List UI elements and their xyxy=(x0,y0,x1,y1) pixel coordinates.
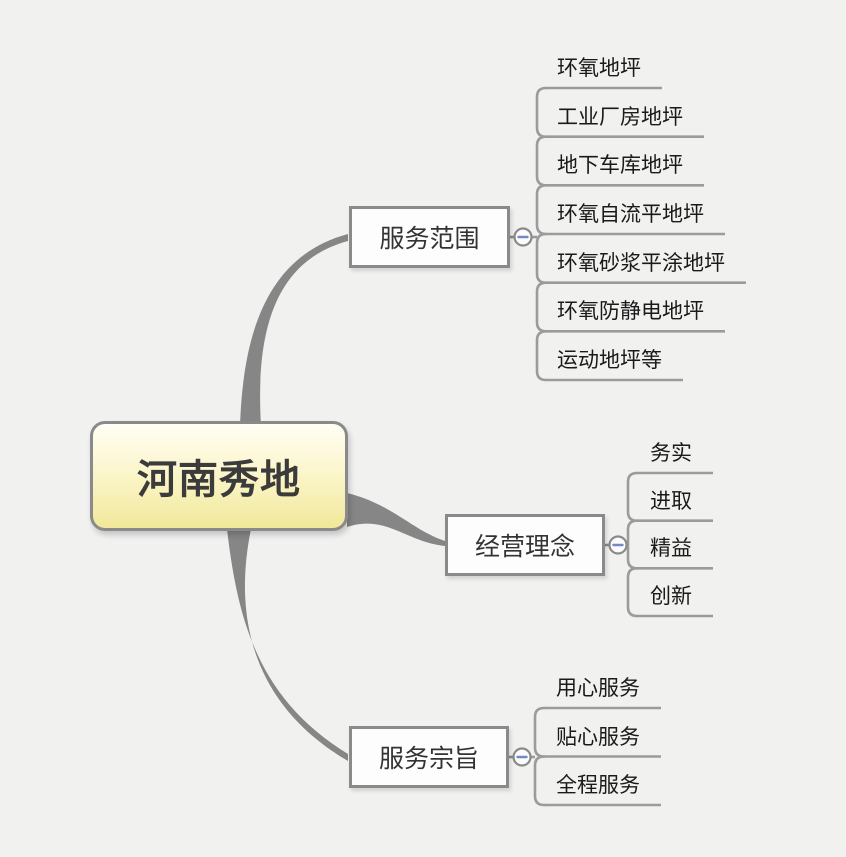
collapse-button[interactable] xyxy=(512,747,532,767)
branch-node-3[interactable]: 服务宗旨 xyxy=(349,726,509,788)
child-bracket-connector xyxy=(535,135,548,187)
child-topic[interactable]: 环氧防静电地坪 xyxy=(557,300,704,324)
branch-node-label: 经营理念 xyxy=(474,533,575,561)
central-topic[interactable]: 河南秀地 xyxy=(90,421,348,531)
child-bracket-connector xyxy=(535,86,548,138)
child-topic[interactable]: 进取 xyxy=(650,489,692,513)
branch-node-label: 服务范围 xyxy=(379,225,480,253)
child-bracket-connector xyxy=(626,567,639,618)
child-bracket-connector xyxy=(535,330,548,382)
child-topic[interactable]: 用心服务 xyxy=(556,677,640,700)
child-topic[interactable]: 地下车库地坪 xyxy=(557,154,683,178)
branch-node-1[interactable]: 服务范围 xyxy=(349,206,510,268)
branch-curve-3 xyxy=(227,529,348,761)
branch-curve-1 xyxy=(240,234,348,426)
collapse-button[interactable] xyxy=(608,535,628,555)
child-bracket-connector xyxy=(626,471,639,522)
child-bracket-connector xyxy=(535,281,548,333)
child-topic[interactable]: 环氧砂浆平涂地坪 xyxy=(557,251,725,275)
branch-node-label: 服务宗旨 xyxy=(378,745,479,773)
child-bracket-connector xyxy=(535,232,548,284)
child-topic[interactable]: 创新 xyxy=(650,585,692,608)
branch-node-2[interactable]: 经营理念 xyxy=(445,514,605,576)
child-topic[interactable]: 环氧自流平地坪 xyxy=(557,203,704,226)
child-topic[interactable]: 贴心服务 xyxy=(556,725,640,749)
child-topic[interactable]: 运动地坪等 xyxy=(557,349,662,372)
child-bracket-connector xyxy=(535,184,548,236)
child-bracket-connector xyxy=(626,519,639,570)
child-bracket-connector xyxy=(533,755,546,807)
child-topic[interactable]: 精益 xyxy=(650,537,692,561)
child-topic[interactable]: 工业厂房地坪 xyxy=(557,105,683,129)
branch-curve-2 xyxy=(347,493,445,546)
child-bracket-connector xyxy=(533,706,546,758)
collapse-button[interactable] xyxy=(513,227,533,247)
central-topic-label: 河南秀地 xyxy=(137,458,301,502)
child-topic[interactable]: 务实 xyxy=(650,442,692,465)
child-topic[interactable]: 全程服务 xyxy=(556,774,640,797)
child-topic[interactable]: 环氧地坪 xyxy=(557,57,641,80)
